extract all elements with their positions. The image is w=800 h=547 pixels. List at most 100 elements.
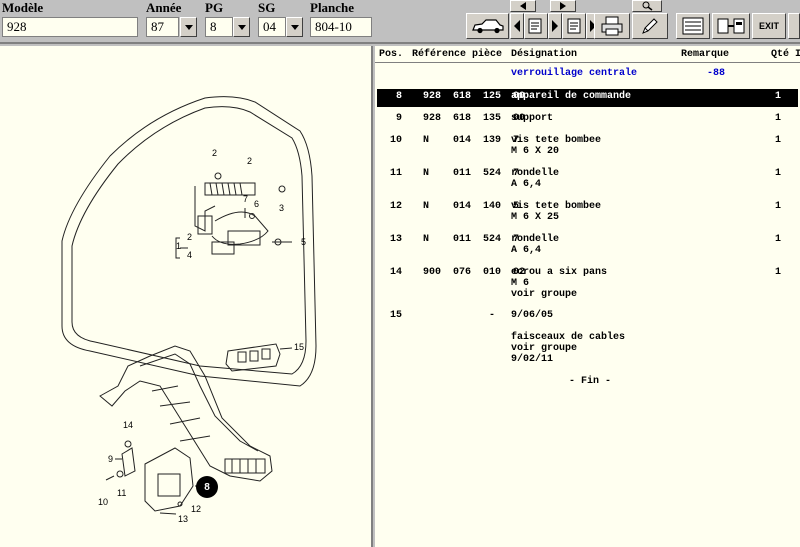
- row-designation-detail: M 6: [511, 278, 530, 289]
- pg-dropdown-button[interactable]: [233, 17, 250, 37]
- print-button[interactable]: [594, 13, 630, 39]
- row-ref: 928 618 135 00: [423, 113, 526, 124]
- pencil-icon: [642, 18, 658, 34]
- arrow-right-icon: [552, 20, 558, 32]
- row-designation-detail: M 6 X 25: [511, 212, 560, 223]
- list-end-marker: - Fin -: [569, 376, 612, 387]
- list-icon: [682, 17, 704, 35]
- nav-left-button[interactable]: [510, 13, 524, 39]
- table-row[interactable]: 13 N 011 524 7 rondelle A 6,4 1: [377, 232, 798, 260]
- row-designation: vis tete bombee: [511, 201, 602, 212]
- row-qty: 1: [775, 201, 782, 212]
- row-ref: N 011 524 7: [423, 168, 520, 179]
- callout-4b[interactable]: 4: [187, 250, 193, 260]
- row-qty: 1: [775, 113, 782, 124]
- group-remark: -88: [707, 68, 726, 79]
- annee-dropdown-button[interactable]: [180, 17, 197, 37]
- header-qte: Qté I: [771, 49, 800, 60]
- document-prev-button[interactable]: [524, 13, 548, 39]
- group-title-row: verrouillage centrale -88: [377, 66, 798, 82]
- callout-8-selected[interactable]: 8: [196, 476, 218, 498]
- table-row[interactable]: 15 - 9/06/05: [377, 308, 798, 326]
- row-designation-detail: A 6,4: [511, 179, 542, 190]
- edit-button[interactable]: [632, 13, 668, 39]
- sg-field[interactable]: 04: [258, 17, 286, 37]
- nav-right-top-button[interactable]: [550, 0, 576, 12]
- row-designation-detail: M 6 X 20: [511, 146, 560, 157]
- callout-10[interactable]: 10: [98, 497, 109, 507]
- extra-designation: faisceaux de cables: [511, 332, 626, 343]
- parts-list-panel: Pos. Référence pièce Désignation Remarqu…: [375, 46, 800, 547]
- callout-4[interactable]: 2: [212, 148, 218, 158]
- table-row[interactable]: 9 928 618 135 00 support 1: [377, 111, 798, 129]
- row-designation: appareil de commande: [511, 91, 632, 102]
- callout-6[interactable]: 6: [254, 199, 260, 209]
- modele-field[interactable]: 928: [2, 17, 138, 37]
- row-ref: N 014 140 5: [423, 201, 520, 212]
- row-pos: 14: [390, 267, 403, 278]
- table-row[interactable]: 10 N 014 139 7 vis tete bombee M 6 X 20 …: [377, 133, 798, 161]
- annee-label: Année: [146, 0, 182, 15]
- row-designation: ecrou a six pans: [511, 267, 608, 278]
- row-designation-detail: A 6,4: [511, 245, 542, 256]
- car-icon: [471, 19, 504, 34]
- nav-right-button[interactable]: [548, 13, 562, 39]
- row-designation: 9/06/05: [511, 310, 554, 321]
- group-title: verrouillage centrale: [511, 68, 638, 79]
- row-pos: 13: [390, 234, 403, 245]
- row-qty: 1: [775, 234, 782, 245]
- annee-field[interactable]: 87: [146, 17, 179, 37]
- list-button[interactable]: [676, 13, 710, 39]
- row-pos: 10: [390, 135, 403, 146]
- table-row[interactable]: 11 N 011 524 7 rondelle A 6,4 1: [377, 166, 798, 194]
- car-button[interactable]: [466, 13, 509, 39]
- document-prev-icon: [528, 18, 542, 34]
- callout-1[interactable]: 1: [176, 241, 182, 251]
- settings-icon: [717, 18, 745, 34]
- table-row[interactable]: 12 N 014 140 5 vis tete bombee M 6 X 25 …: [377, 199, 798, 227]
- magnify-button[interactable]: [632, 0, 662, 12]
- callout-13[interactable]: 13: [178, 514, 189, 524]
- table-row[interactable]: 14 900 076 010 02 ecrou a six pans M 6 v…: [377, 265, 798, 303]
- header-designation: Désignation: [511, 49, 578, 60]
- row-pos: 12: [390, 201, 403, 212]
- row-qty: 1: [775, 267, 782, 278]
- callout-2b[interactable]: 2: [187, 232, 193, 242]
- parts-diagram-drawing: [61, 96, 317, 515]
- row-qty: 1: [775, 168, 782, 179]
- nav-left-top-button[interactable]: [510, 0, 536, 12]
- table-row-extra[interactable]: faisceaux de cables voir groupe 9/02/11: [377, 330, 798, 368]
- row-designation: rondelle: [511, 234, 560, 245]
- extra-designation-detail: voir groupe: [511, 343, 578, 354]
- top-toolbar: Modèle 928 Année 87 PG 8 SG 04 Planche 8…: [0, 0, 800, 44]
- row-designation: vis tete bombee: [511, 135, 602, 146]
- callout-14[interactable]: 14: [123, 420, 134, 430]
- callout-2[interactable]: 2: [247, 156, 253, 166]
- callout-11[interactable]: 11: [117, 488, 127, 498]
- pg-field[interactable]: 8: [205, 17, 233, 37]
- magnify-icon: [642, 1, 653, 11]
- settings-button[interactable]: [712, 13, 750, 39]
- callout-15[interactable]: 15: [294, 342, 305, 352]
- callout-5[interactable]: 5: [301, 237, 307, 247]
- planche-label: Planche: [310, 0, 355, 15]
- row-designation: support: [511, 113, 554, 124]
- row-pos: 9: [396, 113, 403, 124]
- nav-extra-button[interactable]: [788, 13, 800, 39]
- planche-field[interactable]: 804-10: [310, 17, 372, 37]
- exit-button[interactable]: EXIT: [752, 13, 786, 39]
- parts-list-header: Pos. Référence pièce Désignation Remarqu…: [375, 46, 800, 63]
- arrow-right-icon: [560, 2, 566, 10]
- document-next-button[interactable]: [562, 13, 586, 39]
- row-qty: 1: [775, 135, 782, 146]
- callout-12[interactable]: 12: [191, 504, 202, 514]
- sg-dropdown-button[interactable]: [286, 17, 303, 37]
- table-row-selected[interactable]: 8 928 618 125 00 appareil de commande 1: [377, 89, 798, 107]
- row-ref: 928 618 125 00: [423, 91, 526, 102]
- callout-7[interactable]: 7: [243, 194, 249, 204]
- row-pos: 11: [390, 168, 403, 179]
- row-qty: 1: [775, 91, 782, 102]
- row-ref: 900 076 010 02: [423, 267, 526, 278]
- callout-9[interactable]: 9: [108, 454, 114, 464]
- callout-3[interactable]: 3: [279, 203, 285, 213]
